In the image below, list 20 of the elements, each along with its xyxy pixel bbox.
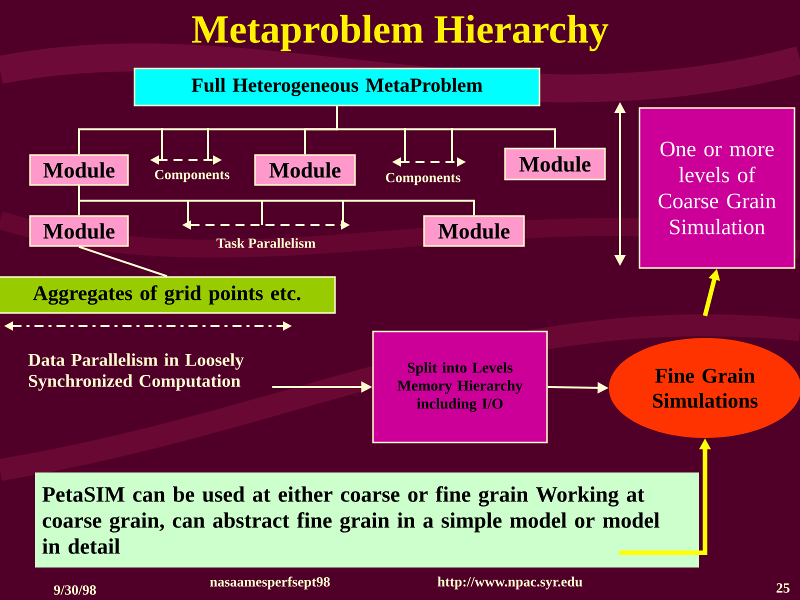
module-box: Module bbox=[504, 148, 606, 180]
connector-line bbox=[78, 186, 475, 216]
module-box: Module bbox=[29, 154, 129, 186]
coarse-grain-box: One or more levels of Coarse Grain Simulation bbox=[638, 107, 796, 269]
process-box: Split into Levels Memory Hierarchy including I/O bbox=[372, 330, 548, 444]
description-text: Data Parallelism in Loosely Synchronized Computation bbox=[28, 353, 244, 391]
title-box: Full Heterogeneous MetaProblem bbox=[134, 68, 540, 106]
module-box: Module bbox=[254, 154, 356, 186]
module-box: Module bbox=[423, 215, 525, 247]
slide-title: Metaproblem Hierarchy bbox=[192, 14, 608, 52]
dimension-label: Components bbox=[386, 172, 460, 186]
page-number: 25 bbox=[776, 583, 790, 593]
module-box: Module bbox=[29, 215, 129, 247]
connector-line bbox=[336, 106, 556, 148]
dimension-label: Task Parallelism bbox=[216, 238, 316, 248]
note-box: PetaSIM can be used at either coarse or fine grain Working at coarse grain, can abstract fine grain in a simple model or model in detail bbox=[35, 472, 699, 568]
aggregates-box: Aggregates of grid points etc. bbox=[0, 276, 336, 314]
connector-line bbox=[78, 246, 168, 278]
dimension-label: Components bbox=[154, 170, 230, 182]
date-label: 9/30/98 bbox=[54, 585, 96, 595]
